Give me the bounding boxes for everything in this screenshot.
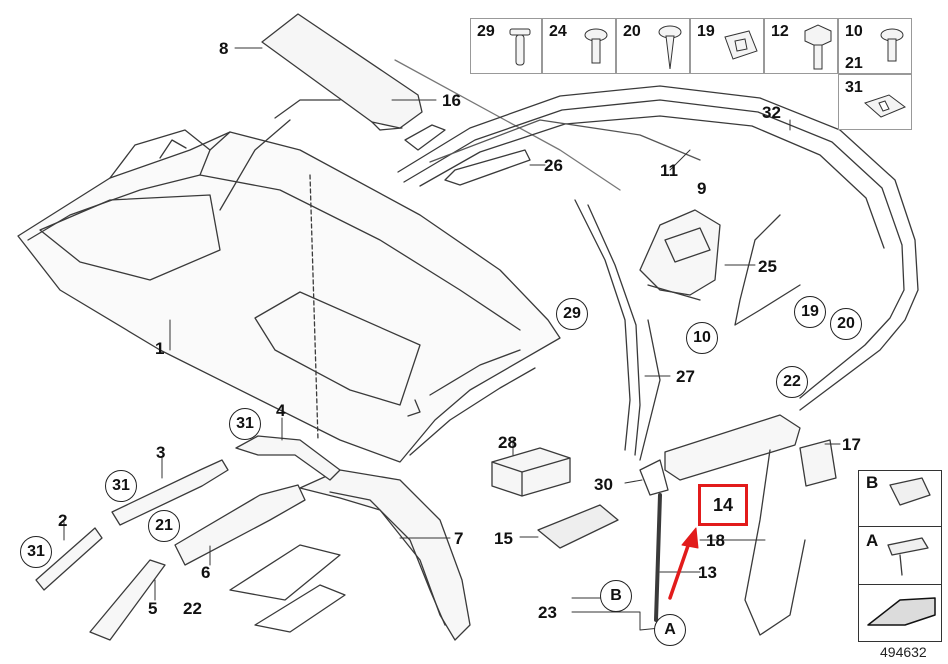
circled-label-31-middle: 31 <box>105 470 137 502</box>
hardware-label: 20 <box>623 23 641 40</box>
bracket-part-30 <box>639 459 669 496</box>
clip-nut-icon <box>724 30 758 60</box>
legend-label-b: B <box>866 473 879 492</box>
legend-shapes <box>867 477 936 626</box>
bolt-icon <box>509 28 531 66</box>
strut-part-13 <box>654 493 662 622</box>
hardware-cell-31: 31 <box>838 74 912 130</box>
cable-part-25 <box>734 214 801 326</box>
seal-part-16 <box>404 124 446 151</box>
part-label-7: 7 <box>454 529 464 548</box>
part-label-5: 5 <box>148 599 158 618</box>
hardware-label-21: 21 <box>845 55 863 72</box>
circled-label-19: 19 <box>794 296 826 328</box>
hardware-label: 19 <box>697 23 715 40</box>
part-17 <box>799 439 837 487</box>
part-label-2: 2 <box>58 511 68 530</box>
trim-part-2 <box>35 527 103 591</box>
part-label-25: 25 <box>758 257 777 276</box>
box-part-28 <box>491 447 571 497</box>
circled-label-10: 10 <box>686 322 718 354</box>
frame-part-11 <box>429 119 701 163</box>
part-label-16: 16 <box>442 91 461 110</box>
hardware-cell-29: 29 <box>470 18 542 74</box>
pad-part-22 <box>229 544 341 601</box>
part-label-4: 4 <box>276 401 286 420</box>
screw-icon <box>584 28 608 64</box>
part-label-30: 30 <box>594 475 613 494</box>
hardware-label: 31 <box>845 79 863 96</box>
trim-part-7 <box>299 469 471 641</box>
seal-part-32 <box>397 85 919 411</box>
reference-number: 494632 <box>880 644 927 660</box>
cable-part-18 <box>744 449 806 636</box>
shim-icon <box>864 94 906 118</box>
screw-icon <box>880 28 904 62</box>
trim-part-5 <box>89 559 166 641</box>
circled-label-21: 21 <box>148 510 180 542</box>
leader-lines <box>63 47 841 631</box>
part-label-11: 11 <box>660 161 678 180</box>
hardware-cell-12: 12 <box>764 18 838 74</box>
part-label-18: 18 <box>706 531 725 550</box>
circled-label-29: 29 <box>556 298 588 330</box>
hex-bolt-icon <box>804 24 832 70</box>
circled-label-22: 22 <box>776 366 808 398</box>
circled-label-20: 20 <box>830 308 862 340</box>
circled-label-a: A <box>654 614 686 646</box>
trim-part-8 <box>261 13 423 131</box>
frame-rail <box>574 199 631 451</box>
hardware-cell-20: 20 <box>616 18 690 74</box>
part-label-6: 6 <box>201 563 211 582</box>
hardware-label: 12 <box>771 23 789 40</box>
latch-part-9 <box>639 209 721 301</box>
legend-divider <box>858 584 942 585</box>
trim-part-6 <box>174 484 306 566</box>
hardware-cell-24: 24 <box>542 18 616 74</box>
pad-part-15 <box>537 504 619 549</box>
part-label-22: 22 <box>183 599 202 618</box>
hardware-label: 29 <box>477 23 495 40</box>
hardware-cell-10: 10 21 <box>838 18 912 74</box>
part-label-13: 13 <box>698 563 717 582</box>
legend-box <box>858 470 942 642</box>
part-label-9: 9 <box>697 179 707 198</box>
part-label-14: 14 <box>712 494 734 515</box>
headliner-part-1 <box>17 59 621 463</box>
legend-divider <box>858 526 942 527</box>
circled-label-31-bottom: 31 <box>20 536 52 568</box>
hardware-label: 24 <box>549 23 567 40</box>
screw-icon <box>658 25 682 70</box>
part-label-28: 28 <box>498 433 517 452</box>
rod-part-27 <box>639 319 661 461</box>
part-label-26: 26 <box>544 156 563 175</box>
highlight-box-14: 14 <box>698 484 748 526</box>
part-label-8: 8 <box>219 39 229 58</box>
part-label-32: 32 <box>762 103 781 122</box>
bracket-part-26 <box>444 149 531 186</box>
part-label-27: 27 <box>676 367 695 386</box>
hardware-label: 10 <box>845 23 863 40</box>
handle-part-14 <box>664 414 801 481</box>
circled-label-31-top: 31 <box>229 408 261 440</box>
support-rod <box>274 99 341 119</box>
trim-part-3 <box>111 459 229 526</box>
trim-part-4 <box>235 435 341 481</box>
legend-label-a: A <box>866 531 879 550</box>
part-label-15: 15 <box>494 529 513 548</box>
part-label-23: 23 <box>538 603 557 622</box>
part-label-1: 1 <box>155 339 165 358</box>
part-label-17: 17 <box>842 435 861 454</box>
circled-label-b: B <box>600 580 632 612</box>
hardware-cell-19: 19 <box>690 18 764 74</box>
part-label-3: 3 <box>156 443 166 462</box>
highlight-arrow <box>668 527 699 600</box>
